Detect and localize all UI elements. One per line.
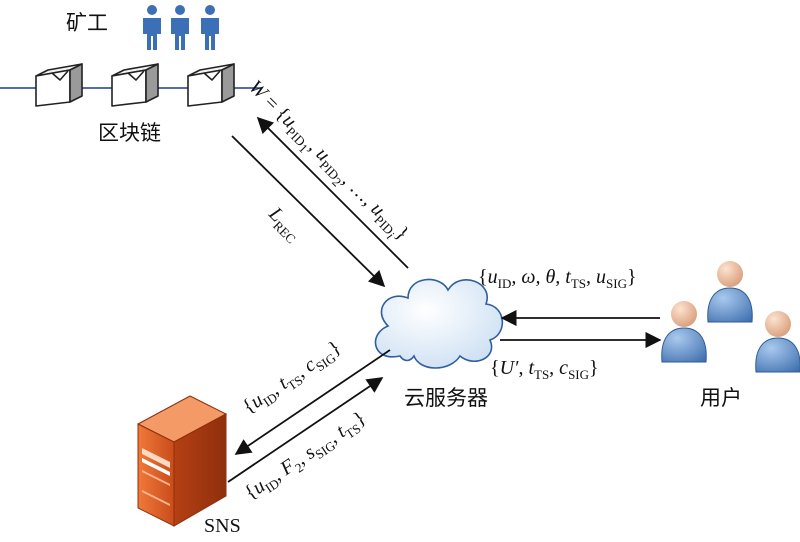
cloud-icon xyxy=(374,278,504,369)
lrec-message: LREC xyxy=(262,202,306,246)
cloud-server-label: 云服务器 xyxy=(404,386,488,410)
user-icon xyxy=(661,261,800,373)
arrow-sns-to-cloud xyxy=(227,377,384,483)
arrow-cloud-to-blockchain xyxy=(256,116,409,269)
cloud-to-sns-message: {uID, F2, sSIG, tTS} xyxy=(240,407,371,507)
sns-label: SNS xyxy=(204,515,241,537)
users-label: 用户 xyxy=(700,386,742,410)
server-icon xyxy=(136,395,228,527)
sns-to-cloud-message: {uID, tTS, cSIG} xyxy=(238,336,346,420)
blockchain-label: 区块链 xyxy=(98,121,161,145)
block-icon xyxy=(35,63,235,107)
user-to-cloud-message: {uID, ω, θ, tTS, uSIG} xyxy=(478,266,637,291)
miners-label: 矿工 xyxy=(66,11,108,35)
arrow-cloud-to-sns xyxy=(234,349,391,455)
w-message: W = {uPID1, uPID2, …, uPIDi} xyxy=(240,76,413,249)
arrow-blockchain-to-cloud xyxy=(231,135,386,288)
miner-person-icon xyxy=(143,5,219,50)
cloud-to-user-message: {U′, tTS, cSIG} xyxy=(490,357,599,382)
